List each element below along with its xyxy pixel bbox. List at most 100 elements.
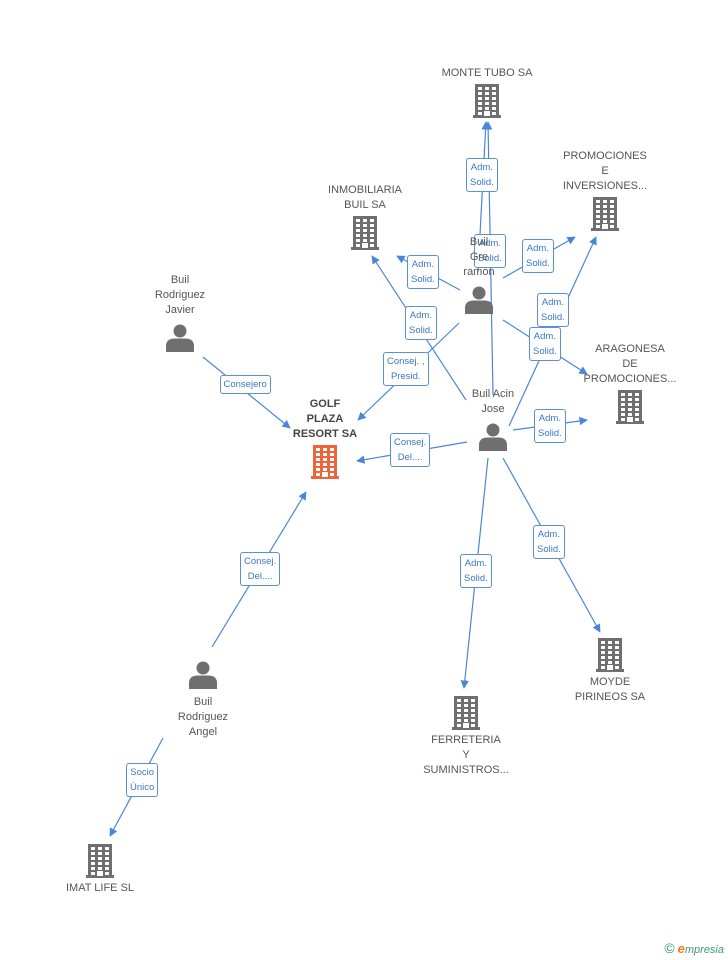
empresia-brand[interactable]: ©empresia bbox=[664, 940, 724, 956]
edge-label-line: Adm. bbox=[537, 529, 560, 540]
edge-label-ramon-promociones[interactable]: Adm. Solid. bbox=[522, 239, 554, 273]
edge-label-line: Adm. bbox=[464, 558, 487, 569]
node-label-line: PIRINEOS SA bbox=[574, 691, 646, 703]
node-label-imat[interactable]: IMAT LIFE SL bbox=[35, 881, 165, 896]
node-label-line: PLAZA bbox=[306, 413, 344, 425]
person-icon[interactable] bbox=[479, 423, 507, 452]
edge-label-line: Solid. bbox=[537, 544, 561, 555]
edge-label-ramon-aragonesa[interactable]: Adm. Solid. bbox=[529, 327, 561, 361]
edge-label-line: Adm. bbox=[411, 259, 434, 270]
node-label-line: Buil bbox=[469, 236, 489, 248]
edge-label-jose-promociones[interactable]: Adm. Solid. bbox=[537, 293, 569, 327]
node-label-line: IMAT LIFE SL bbox=[65, 882, 135, 894]
node-label-line: Javier bbox=[165, 304, 195, 316]
edge-label-line: Solid. bbox=[464, 573, 488, 584]
edge-label-line: Consejero bbox=[223, 378, 267, 390]
edge-label-line: Del.... bbox=[247, 571, 273, 582]
node-label-line: GOLF bbox=[309, 398, 341, 410]
node-label-line: MOYDE bbox=[589, 676, 631, 688]
building-icon[interactable] bbox=[616, 390, 644, 424]
node-label-line: Rodriguez bbox=[154, 289, 206, 301]
edge-label-ramon-inmobiliaria[interactable]: Adm. Solid. bbox=[407, 255, 439, 289]
edge-label-line: Consej. bbox=[244, 556, 277, 567]
edge-label-line: Adm. bbox=[533, 331, 556, 342]
copyright-icon: © bbox=[664, 940, 675, 956]
node-label-line: RESORT SA bbox=[292, 428, 358, 440]
edge-label-line: Adm. bbox=[538, 413, 561, 424]
node-label-ferreteria[interactable]: FERRETERIA Y SUMINISTROS... bbox=[401, 733, 531, 778]
edge-label-line: Consej. bbox=[394, 437, 427, 448]
person-icon[interactable] bbox=[465, 286, 493, 315]
brand-name: mpresia bbox=[684, 944, 724, 956]
edge-label-angel-golf[interactable]: Consej. Del.... bbox=[240, 552, 281, 586]
edge-label-jose-moyde[interactable]: Adm. Solid. bbox=[533, 525, 565, 559]
node-label-line: Angel bbox=[188, 726, 218, 738]
edge-label-line: Solid. bbox=[478, 253, 502, 264]
node-label-line: INVERSIONES... bbox=[562, 180, 648, 192]
node-label-line: Buil Acin bbox=[471, 388, 515, 400]
node-label-line: E bbox=[601, 165, 609, 177]
node-label-line: FERRETERIA bbox=[431, 734, 501, 746]
node-label-line: DE bbox=[622, 358, 638, 370]
person-icon[interactable] bbox=[166, 324, 194, 353]
edge-label-javier-golf[interactable]: Consejero bbox=[219, 374, 271, 394]
edge-label-jose-ferreteria[interactable]: Adm. Solid. bbox=[460, 554, 492, 588]
person-icon[interactable] bbox=[189, 661, 217, 690]
node-label-line: Y bbox=[462, 749, 470, 761]
edge-label-ramon-montetubo[interactable]: Adm. Solid. bbox=[466, 158, 498, 192]
edge-label-line: Solid. bbox=[409, 325, 433, 336]
edge-label-jose-inmobiliaria[interactable]: Adm. Solid. bbox=[405, 306, 437, 340]
edge-label-line: Solid. bbox=[411, 274, 435, 285]
brand-initial: e bbox=[677, 941, 685, 956]
building-icon[interactable] bbox=[86, 844, 114, 878]
edge-label-jose-montetubo[interactable]: Adm. Solid. bbox=[474, 234, 506, 268]
edge-label-line: Socio bbox=[130, 767, 155, 778]
node-label-line: Rodriguez bbox=[177, 711, 229, 723]
node-label-line: PROMOCIONES... bbox=[583, 373, 677, 385]
node-label-line: ARAGONESA bbox=[595, 343, 665, 355]
edge-label-line: Único bbox=[130, 782, 155, 793]
building-icon[interactable] bbox=[351, 216, 379, 250]
node-label-line: SUMINISTROS... bbox=[423, 764, 509, 776]
edge-label-jose-golf[interactable]: Consej. Del.... bbox=[390, 433, 431, 467]
edge-label-line: Adm. bbox=[470, 162, 493, 173]
edge-label-line: Solid. bbox=[538, 428, 562, 439]
building-icon[interactable] bbox=[311, 445, 339, 479]
edge-label-line: Del.... bbox=[397, 452, 423, 463]
node-label-line: Buil bbox=[193, 696, 213, 708]
node-label-moyde[interactable]: MOYDE PIRINEOS SA bbox=[545, 675, 675, 705]
edge-label-line: Adm. bbox=[526, 243, 549, 254]
node-label-promociones[interactable]: PROMOCIONES E INVERSIONES... bbox=[540, 149, 670, 194]
edge-label-jose-aragonesa[interactable]: Adm. Solid. bbox=[534, 409, 566, 443]
edge-label-line: Consej. , bbox=[387, 356, 425, 367]
edge-label-line: Adm. bbox=[478, 238, 501, 249]
edge-label-ramon-golf[interactable]: Consej. , Presid. bbox=[383, 352, 429, 386]
node-label-line: ramon bbox=[463, 266, 495, 278]
edge-label-line: Adm. bbox=[409, 310, 432, 321]
building-icon[interactable] bbox=[473, 84, 501, 118]
building-icon[interactable] bbox=[596, 638, 624, 672]
node-label-montetubo[interactable]: MONTE TUBO SA bbox=[422, 66, 552, 81]
node-label-aragonesa[interactable]: ARAGONESA DE PROMOCIONES... bbox=[565, 342, 695, 387]
node-label-line: PROMOCIONES bbox=[563, 150, 647, 162]
edge-label-line: Solid. bbox=[541, 312, 565, 323]
edge-label-line: Solid. bbox=[470, 177, 494, 188]
building-icon[interactable] bbox=[591, 197, 619, 231]
node-label-line: Gre bbox=[469, 251, 489, 263]
node-label-golf[interactable]: GOLF PLAZA RESORT SA bbox=[260, 397, 390, 442]
edge-label-line: Solid. bbox=[526, 258, 550, 269]
building-icon[interactable] bbox=[452, 696, 480, 730]
node-label-line: Jose bbox=[481, 403, 505, 415]
node-label-line: INMOBILIARIA bbox=[328, 184, 402, 196]
node-label-line: Buil bbox=[170, 274, 190, 286]
edge-label-line: Adm. bbox=[541, 297, 564, 308]
edge-label-line: Presid. bbox=[390, 371, 421, 382]
edge-label-line: Solid. bbox=[533, 346, 557, 357]
